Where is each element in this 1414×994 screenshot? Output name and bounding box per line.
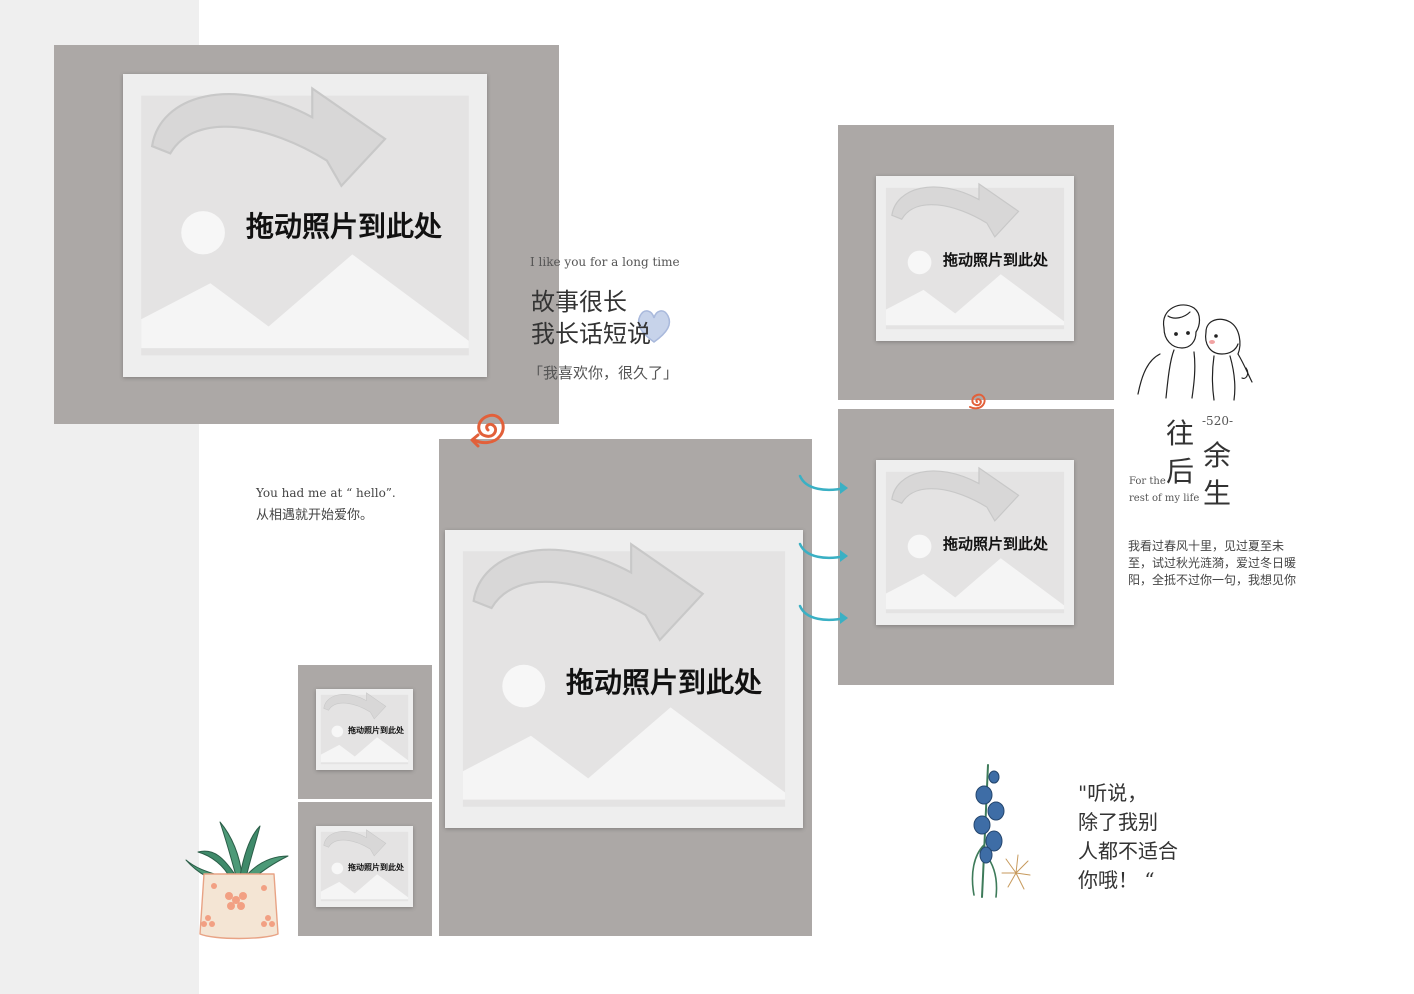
placeholder-artwork	[320, 692, 409, 765]
swirl-arrow-icon	[965, 390, 989, 416]
placeholder-curved-arrow	[323, 829, 387, 857]
placeholder-mountains	[885, 274, 1065, 326]
placeholder-label: 拖动照片到此处	[943, 535, 1049, 553]
placeholder-mountains	[141, 254, 469, 349]
paragraph-line-1: 我看过春风十里，见过夏至未	[1128, 539, 1285, 553]
placeholder-mountains	[462, 707, 786, 800]
bottom-quote-line-2: 除了我别	[1078, 810, 1158, 834]
english-line-2: rest of my life	[1129, 493, 1200, 504]
placeholder-artwork	[885, 182, 1065, 330]
placeholder-sun	[907, 250, 932, 275]
placeholder-label: 拖动照片到此处	[566, 666, 763, 699]
bluebell-flower-illustration	[960, 755, 1036, 900]
title-line-2: 我长话短说	[531, 320, 651, 348]
curved-arrow-icon	[796, 470, 854, 500]
bottom-quote-line-1: "听说，	[1078, 781, 1148, 805]
photo-slot-3[interactable]: 拖动照片到此处	[838, 125, 1114, 400]
char-hou: 后	[1166, 455, 1195, 488]
paragraph-line-2: 至，试过秋光涟漪，爱过冬日暖	[1128, 556, 1297, 570]
placeholder-label: 拖动照片到此处	[348, 863, 404, 872]
curved-arrow-icon	[796, 538, 854, 568]
placeholder-curved-arrow	[150, 86, 387, 188]
placeholder-sun	[331, 862, 344, 875]
image-placeholder-icon	[316, 689, 413, 770]
char-yu: 余	[1203, 439, 1232, 472]
paragraph-line-3: 阳，全抵不过你一句，我想见你	[1128, 573, 1297, 587]
image-placeholder-icon	[876, 176, 1074, 341]
placeholder-artwork	[320, 829, 409, 902]
placeholder-curved-arrow	[472, 542, 705, 642]
placeholder-sun	[502, 664, 546, 708]
photo-slot-5[interactable]: 拖动照片到此处	[298, 665, 432, 799]
bottom-quote-line-4: 你哦！ “	[1078, 868, 1155, 892]
placeholder-label: 拖动照片到此处	[246, 210, 443, 243]
placeholder-mountains	[885, 558, 1065, 610]
placeholder-artwork	[462, 542, 786, 807]
image-placeholder-icon	[123, 74, 487, 377]
love-quote: 「我喜欢你，很久了」	[528, 364, 679, 382]
placeholder-sun	[907, 534, 932, 559]
char-wang: 往	[1166, 417, 1195, 450]
photo-slot-6[interactable]: 拖动照片到此处	[298, 802, 432, 936]
number-520: -520-	[1202, 414, 1234, 428]
curved-arrow-icon	[796, 600, 854, 630]
hello-line-1: You had me at “ hello”.	[256, 486, 396, 500]
heart-icon	[636, 306, 672, 346]
placeholder-label: 拖动照片到此处	[943, 251, 1049, 269]
image-placeholder-icon	[876, 460, 1074, 625]
english-line-1: For the	[1129, 476, 1166, 487]
placeholder-curved-arrow	[891, 466, 1020, 522]
placeholder-mountains	[320, 874, 409, 900]
photo-slot-1[interactable]: 拖动照片到此处	[54, 45, 559, 424]
image-placeholder-icon	[316, 826, 413, 907]
placeholder-sun	[331, 725, 344, 738]
title-line-1: 故事很长	[531, 288, 627, 316]
placeholder-mountains	[320, 737, 409, 763]
swirl-arrow-icon	[464, 406, 510, 456]
image-placeholder-icon	[445, 530, 803, 828]
placeholder-label: 拖动照片到此处	[348, 726, 404, 735]
photo-slot-4[interactable]: 拖动照片到此处	[838, 409, 1114, 685]
photo-slot-2[interactable]: 拖动照片到此处	[439, 439, 812, 936]
placeholder-curved-arrow	[323, 692, 387, 720]
bottom-quote-line-3: 人都不适合	[1078, 839, 1178, 863]
placeholder-artwork	[141, 86, 469, 356]
char-sheng: 生	[1203, 477, 1232, 510]
placeholder-sun	[181, 211, 225, 255]
hello-line-2: 从相遇就开始爱你。	[256, 508, 374, 523]
potted-succulent-illustration	[184, 818, 294, 940]
couple-illustration	[1134, 298, 1256, 402]
english-tagline: I like you for a long time	[530, 255, 680, 269]
placeholder-curved-arrow	[891, 182, 1020, 238]
placeholder-artwork	[885, 466, 1065, 614]
